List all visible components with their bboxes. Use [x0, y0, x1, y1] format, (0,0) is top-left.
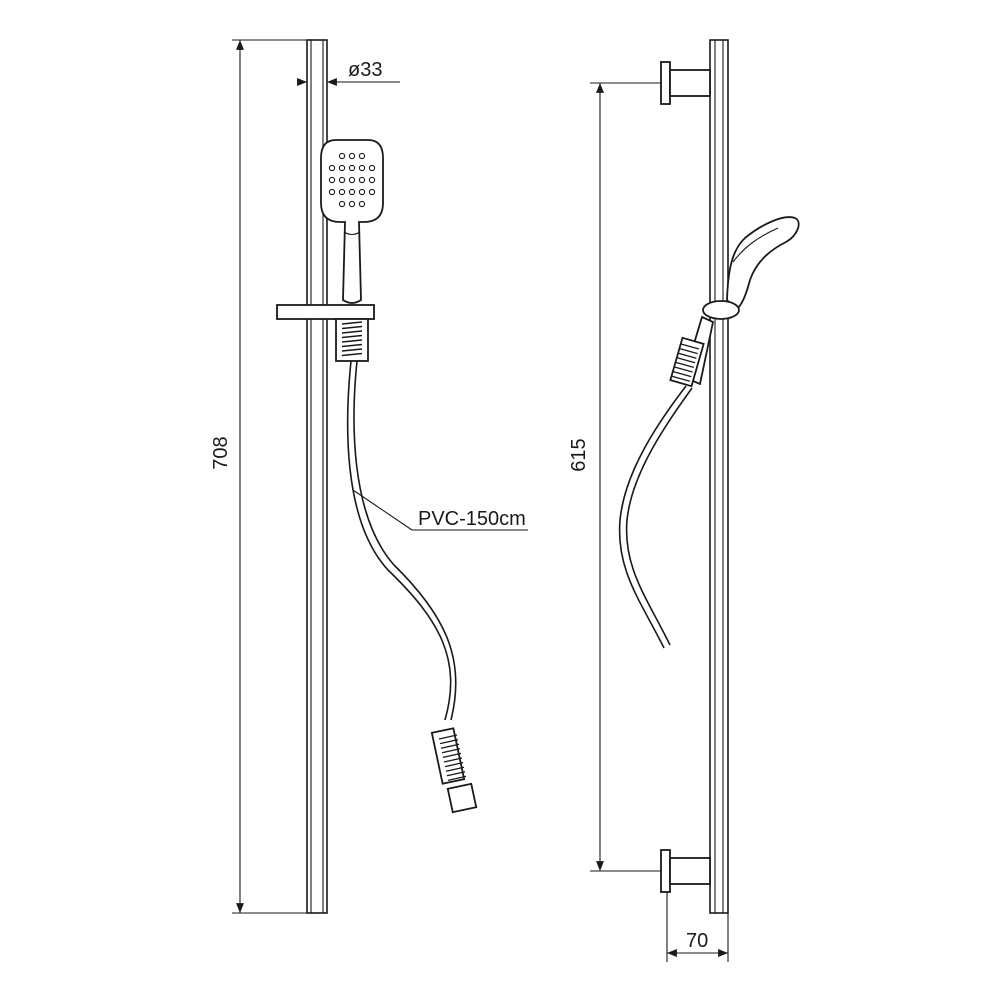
coil-line [440, 743, 460, 749]
nozzle [348, 152, 356, 160]
hose [346, 360, 478, 814]
side-holder [669, 300, 740, 388]
offset-dimension: 70 [666, 892, 729, 962]
side-view: 615 70 [568, 39, 800, 962]
nozzle [338, 152, 346, 160]
coil-line [673, 370, 692, 378]
coil-line [675, 361, 694, 369]
coil-line [445, 766, 465, 772]
coil-line [341, 339, 363, 343]
coil-line [676, 357, 696, 364]
height-dimension-label: 708 [210, 436, 232, 469]
nozzle [358, 200, 366, 208]
coil-line [679, 347, 698, 355]
coil-line [443, 757, 463, 763]
diameter-dimension: ø33 [297, 59, 400, 86]
nozzle [348, 188, 356, 196]
coil-line [447, 775, 467, 782]
nozzle [338, 176, 346, 184]
coil-line [442, 752, 462, 759]
coil-line [444, 761, 464, 768]
top-wall-bracket [660, 61, 711, 105]
side-holder-coils [671, 343, 700, 382]
hose-callout: PVC-150cm [352, 489, 528, 531]
holder-coils [341, 321, 363, 357]
coil-line [674, 366, 693, 373]
slide-holder [276, 304, 375, 362]
spacing-dimension: 615 [568, 82, 661, 872]
side-hose [618, 385, 693, 649]
nozzle [338, 188, 346, 196]
coil-line [341, 352, 363, 357]
hose-label: PVC-150cm [418, 508, 526, 530]
spray-nozzles [328, 152, 376, 208]
coil-line [341, 348, 363, 352]
nozzle [328, 176, 336, 184]
side-rail [709, 39, 729, 914]
coil-line [341, 325, 363, 330]
nozzle [368, 188, 376, 196]
nozzle [368, 176, 376, 184]
hose-end-coils [438, 734, 467, 782]
offset-dimension-label: 70 [686, 930, 708, 952]
nozzle [368, 164, 376, 172]
coil-line [341, 334, 363, 339]
hand-shower-side [726, 216, 800, 312]
nozzle [328, 164, 336, 172]
coil-line [680, 343, 700, 350]
nozzle [328, 188, 336, 196]
bottom-wall-bracket [660, 849, 711, 893]
coil-line [446, 771, 466, 777]
coil-line [441, 748, 461, 754]
nozzle [338, 164, 346, 172]
coil-line [678, 352, 697, 359]
coil-line [438, 734, 458, 740]
coil-line [341, 343, 363, 348]
nozzle [348, 200, 356, 208]
height-dimension: 708 [210, 39, 312, 914]
nozzle [358, 176, 366, 184]
nozzle [348, 176, 356, 184]
nozzle [358, 164, 366, 172]
coil-line [439, 738, 459, 745]
front-view: 708 ø33 [210, 39, 528, 914]
nozzle [358, 188, 366, 196]
coil-line [341, 321, 363, 325]
nozzle [358, 152, 366, 160]
hand-shower-front [320, 139, 384, 304]
coil-line [671, 375, 691, 382]
nozzle [348, 164, 356, 172]
nozzle [338, 200, 346, 208]
diameter-label: ø33 [348, 59, 382, 81]
spacing-dimension-label: 615 [568, 438, 590, 471]
coil-line [341, 330, 363, 334]
